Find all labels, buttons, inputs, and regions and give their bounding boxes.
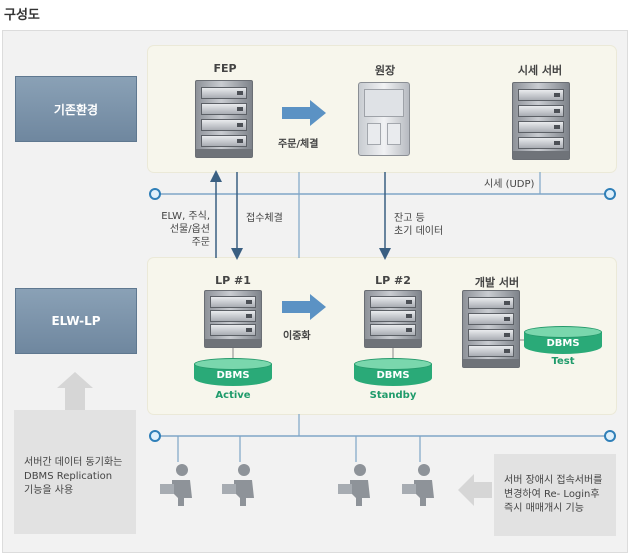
test-label: Test	[551, 356, 575, 367]
quote-udp-label: 시세 (UDP)	[484, 179, 535, 190]
quote-server-label: 시세 서버	[517, 64, 563, 77]
standby-label: Standby	[369, 390, 417, 401]
exchange-mainframe-icon	[358, 82, 410, 156]
trader-icon	[160, 464, 192, 506]
dev-server-label: 개발 서버	[474, 276, 520, 289]
relogin-left-arrow	[458, 474, 492, 506]
lp2-server-icon	[364, 290, 422, 348]
elw-orders-label: ELW, 주식, 선물/옵션 주문	[161, 211, 210, 248]
lp1-server-icon	[204, 290, 262, 348]
existing-env-label: 기존환경	[15, 76, 137, 142]
dev-database-icon: DBMS	[524, 326, 602, 356]
replication-note: 서버간 데이터 동기화는 DBMS Replication 기능을 사용	[14, 410, 136, 534]
active-label: Active	[215, 390, 251, 401]
lp1-database-icon: DBMS	[194, 358, 272, 388]
fep-label: FEP	[213, 62, 237, 75]
trader-icon	[338, 464, 370, 506]
trader-icon	[402, 464, 434, 506]
elw-lp-label: ELW-LP	[15, 288, 137, 354]
lp1-label: LP #1	[215, 274, 251, 287]
fep-server-icon	[195, 80, 253, 158]
bottom-bus-left-node	[149, 430, 161, 442]
order-exec-label: 주문/체결	[278, 139, 319, 150]
page-title: 구성도	[4, 8, 40, 23]
order-exec-arrow	[282, 100, 326, 126]
trader-icon	[222, 464, 254, 506]
exchange-label: 원장	[374, 64, 396, 77]
lp2-database-icon: DBMS	[354, 358, 432, 388]
top-bus-right-node	[604, 188, 616, 200]
receive-exec-label: 접수체결	[246, 213, 283, 224]
replication-up-arrow	[57, 372, 93, 410]
failover-note: 서버 장애시 접속서버를 변경하여 Re- Login후 즉시 매매개시 기능	[494, 454, 616, 536]
bottom-bus-right-node	[604, 430, 616, 442]
dev-server-icon	[462, 290, 520, 368]
duplex-arrow	[282, 294, 326, 320]
lp2-label: LP #2	[375, 274, 411, 287]
duplex-label: 이중화	[283, 331, 311, 342]
balance-data-label: 잔고 등 초기 데이터	[394, 213, 444, 237]
quote-server-icon	[512, 82, 570, 160]
top-bus-left-node	[149, 188, 161, 200]
